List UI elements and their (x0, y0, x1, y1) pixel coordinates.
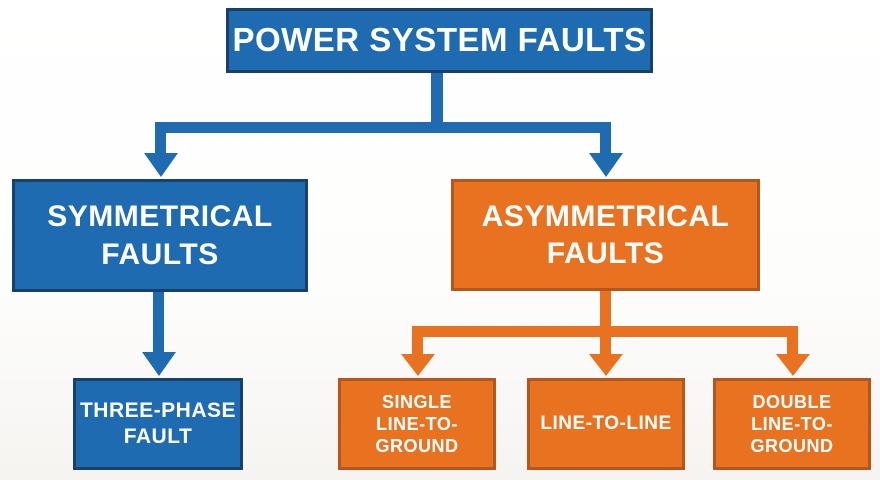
node-three-phase-fault-label: THREE-PHASE FAULT (79, 398, 237, 448)
node-three-phase-fault: THREE-PHASE FAULT (73, 378, 243, 470)
connector-drop-three-phase (153, 291, 164, 353)
node-asymmetrical-faults-label: ASYMMETRICAL FAULTS (481, 199, 730, 270)
arrowhead-to-double-lg (776, 354, 810, 376)
node-line-to-line-label: LINE-TO-LINE (540, 413, 672, 435)
connector-drop-asymmetrical (600, 132, 611, 154)
connector-root-stub (431, 72, 443, 128)
node-single-line-to-ground-label: SINGLE LINE-TO- GROUND (375, 391, 459, 457)
arrowhead-to-asymmetrical (589, 153, 623, 177)
node-line-to-line: LINE-TO-LINE (527, 378, 685, 470)
connector-drop-single-lg (412, 336, 423, 355)
arrowhead-to-three-phase (142, 352, 176, 376)
node-asymmetrical-faults: ASYMMETRICAL FAULTS (451, 179, 760, 291)
connector-drop-double-lg (787, 336, 798, 355)
node-double-line-to-ground-label: DOUBLE LINE-TO- GROUND (750, 391, 834, 457)
node-power-system-faults: POWER SYSTEM FAULTS (226, 8, 653, 73)
connector-root-branch-line (155, 122, 611, 133)
arrowhead-to-symmetrical (144, 153, 178, 177)
arrowhead-to-single-lg (401, 354, 435, 376)
connector-asymmetrical-stub (600, 290, 611, 332)
node-single-line-to-ground: SINGLE LINE-TO- GROUND (338, 378, 496, 470)
connector-drop-line-to-line (600, 336, 611, 355)
connector-asymmetrical-branch-line (412, 326, 798, 337)
connector-drop-symmetrical (155, 132, 166, 154)
node-symmetrical-faults-label: SYMMETRICAL FAULTS (47, 200, 273, 271)
node-power-system-faults-label: POWER SYSTEM FAULTS (232, 21, 647, 59)
arrowhead-to-line-to-line (589, 354, 623, 376)
node-double-line-to-ground: DOUBLE LINE-TO- GROUND (713, 378, 871, 470)
node-symmetrical-faults: SYMMETRICAL FAULTS (12, 179, 308, 292)
